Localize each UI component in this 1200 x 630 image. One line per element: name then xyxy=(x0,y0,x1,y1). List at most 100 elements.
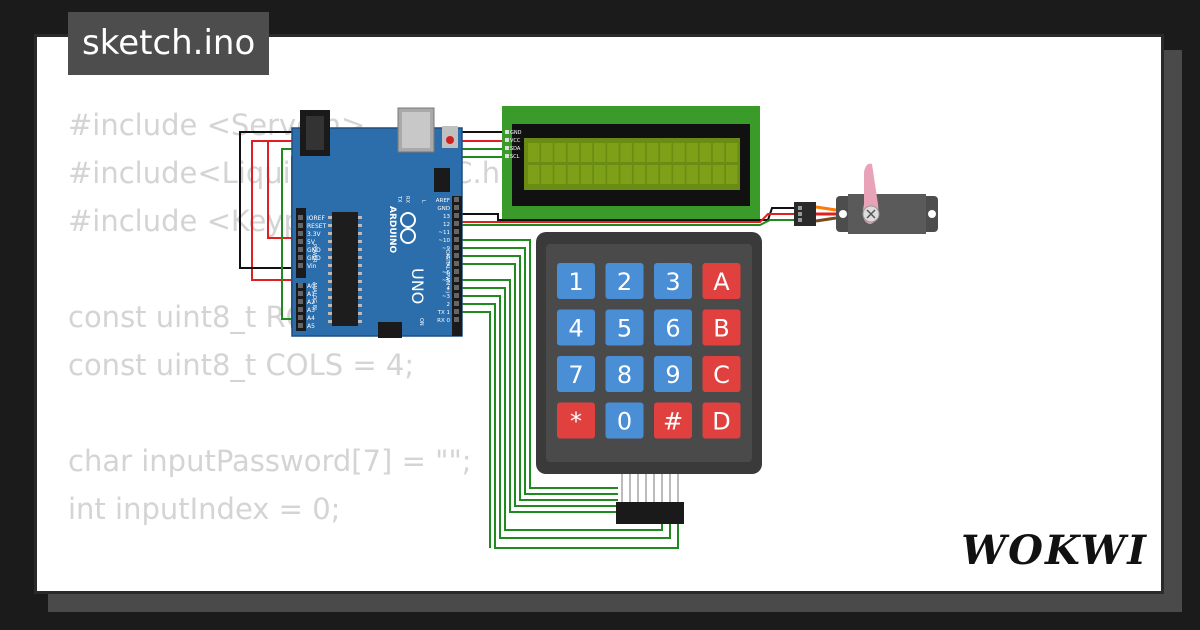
header-pin[interactable] xyxy=(454,309,459,314)
header-pin[interactable] xyxy=(298,247,303,252)
keypad-key[interactable]: 6 xyxy=(654,309,692,346)
lcd-pin[interactable] xyxy=(505,138,509,142)
l-led-label: L xyxy=(420,200,426,203)
lcd-char-cell xyxy=(580,165,593,184)
keypad-key[interactable]: D xyxy=(702,402,741,439)
header-pin[interactable] xyxy=(298,223,303,228)
header-pin[interactable] xyxy=(454,285,459,290)
lcd-pin[interactable] xyxy=(505,154,509,158)
analog-pin-label: A5 xyxy=(307,323,315,330)
header-pin[interactable] xyxy=(298,323,303,328)
keypad-key[interactable]: C xyxy=(702,356,741,392)
keypad-key[interactable]: A xyxy=(702,263,741,299)
lcd-pin-label: SDA xyxy=(510,146,521,152)
header-pin[interactable] xyxy=(454,221,459,226)
keypad-key[interactable]: # xyxy=(654,402,692,439)
header-pin[interactable] xyxy=(298,307,303,312)
keypad-key[interactable]: 9 xyxy=(654,356,692,392)
header-pin[interactable] xyxy=(298,215,303,220)
lcd-char-cell xyxy=(567,165,580,184)
keypad-key-label: 9 xyxy=(665,361,680,389)
servo-motor[interactable] xyxy=(794,163,938,234)
power-pin-label: RESET xyxy=(307,223,327,230)
lcd-char-cell xyxy=(673,165,685,184)
header-pin[interactable] xyxy=(454,301,459,306)
header-pin[interactable] xyxy=(454,229,459,234)
keypad-key-label: # xyxy=(663,408,683,436)
lcd-char-cell xyxy=(580,143,593,162)
wire-keypad-c4 xyxy=(458,303,679,549)
arduino-model-text: UNO xyxy=(408,268,427,304)
header-pin[interactable] xyxy=(454,293,459,298)
keypad-key[interactable]: * xyxy=(557,402,595,439)
power-pin-label: Vin xyxy=(307,263,317,270)
icsp-header-top xyxy=(434,168,450,192)
lcd-char-cell xyxy=(660,143,672,162)
keypad-key-label: 5 xyxy=(617,315,632,343)
header-pin[interactable] xyxy=(454,269,459,274)
lcd-pin-label: VCC xyxy=(510,138,521,144)
keypad-key[interactable]: B xyxy=(702,309,741,346)
lcd-pin[interactable] xyxy=(505,146,509,150)
keypad-key[interactable]: 0 xyxy=(605,402,644,439)
lcd-pin-label: GND xyxy=(510,130,522,136)
digital-label: DIGITAL (PWM ~) xyxy=(444,250,450,293)
power-pin-label: 5V xyxy=(307,239,316,246)
keypad-key-label: 6 xyxy=(665,315,680,343)
header-pin[interactable] xyxy=(298,255,303,260)
keypad-key[interactable]: 8 xyxy=(605,356,644,392)
keypad-key-label: 7 xyxy=(568,361,583,389)
keypad-key[interactable]: 5 xyxy=(605,309,644,346)
header-pin[interactable] xyxy=(454,197,459,202)
lcd-pin[interactable] xyxy=(505,130,509,134)
lcd-char-cell xyxy=(594,165,606,184)
header-pin[interactable] xyxy=(454,205,459,210)
header-pin[interactable] xyxy=(298,299,303,304)
lcd-char-cell xyxy=(712,143,725,162)
keypad-key[interactable]: 3 xyxy=(654,263,692,299)
digital-pin-label: TX 1 xyxy=(437,310,450,316)
header-pin[interactable] xyxy=(454,277,459,282)
header-pin[interactable] xyxy=(454,245,459,250)
keypad-key-label: B xyxy=(713,315,729,343)
digital-pin-label: RX 0 xyxy=(437,318,450,324)
keypad-key[interactable]: 1 xyxy=(557,263,595,299)
header-pin[interactable] xyxy=(454,213,459,218)
lcd-char-cell xyxy=(541,165,553,184)
lcd-char-cell xyxy=(567,143,580,162)
arduino-uno[interactable]: ARDUINO UNO POWER ANALOG IN DIGITAL (PWM… xyxy=(291,107,463,338)
keypad-key[interactable]: 7 xyxy=(557,356,595,392)
lcd-char-cell xyxy=(633,143,646,162)
power-label: POWER xyxy=(311,244,317,263)
power-pin-label: GND xyxy=(307,247,321,254)
header-pin[interactable] xyxy=(298,315,303,320)
digital-pin-label: 8 xyxy=(447,254,451,260)
lcd-char-cell xyxy=(620,143,632,162)
header-pin[interactable] xyxy=(298,263,303,268)
digital-pin-label: 2 xyxy=(447,302,451,308)
header-pin[interactable] xyxy=(454,237,459,242)
arduino-logo-text: ARDUINO xyxy=(387,206,397,254)
header-pin[interactable] xyxy=(298,231,303,236)
keypad-key[interactable]: 4 xyxy=(557,309,595,346)
lcd-char-cell xyxy=(726,165,738,184)
digital-pin-label: ~10 xyxy=(438,238,450,244)
lcd-char-cell xyxy=(554,143,566,162)
header-pin[interactable] xyxy=(454,261,459,266)
header-pin[interactable] xyxy=(298,283,303,288)
lcd-char-cell xyxy=(607,143,619,162)
lcd-char-cell xyxy=(528,143,540,162)
wire-keypad-c2 xyxy=(458,287,663,531)
header-pin[interactable] xyxy=(454,317,459,322)
header-pin[interactable] xyxy=(454,253,459,258)
code-preview: #include <Servo.h>#include<LiquidCrystal… xyxy=(68,101,524,533)
digital-pin-label: ~5 xyxy=(442,278,451,284)
power-pin-label: IOREF xyxy=(307,215,325,222)
lcd-char-cell xyxy=(646,165,659,184)
keypad-key[interactable]: 2 xyxy=(605,263,644,299)
header-pin[interactable] xyxy=(298,291,303,296)
header-pin[interactable] xyxy=(298,239,303,244)
